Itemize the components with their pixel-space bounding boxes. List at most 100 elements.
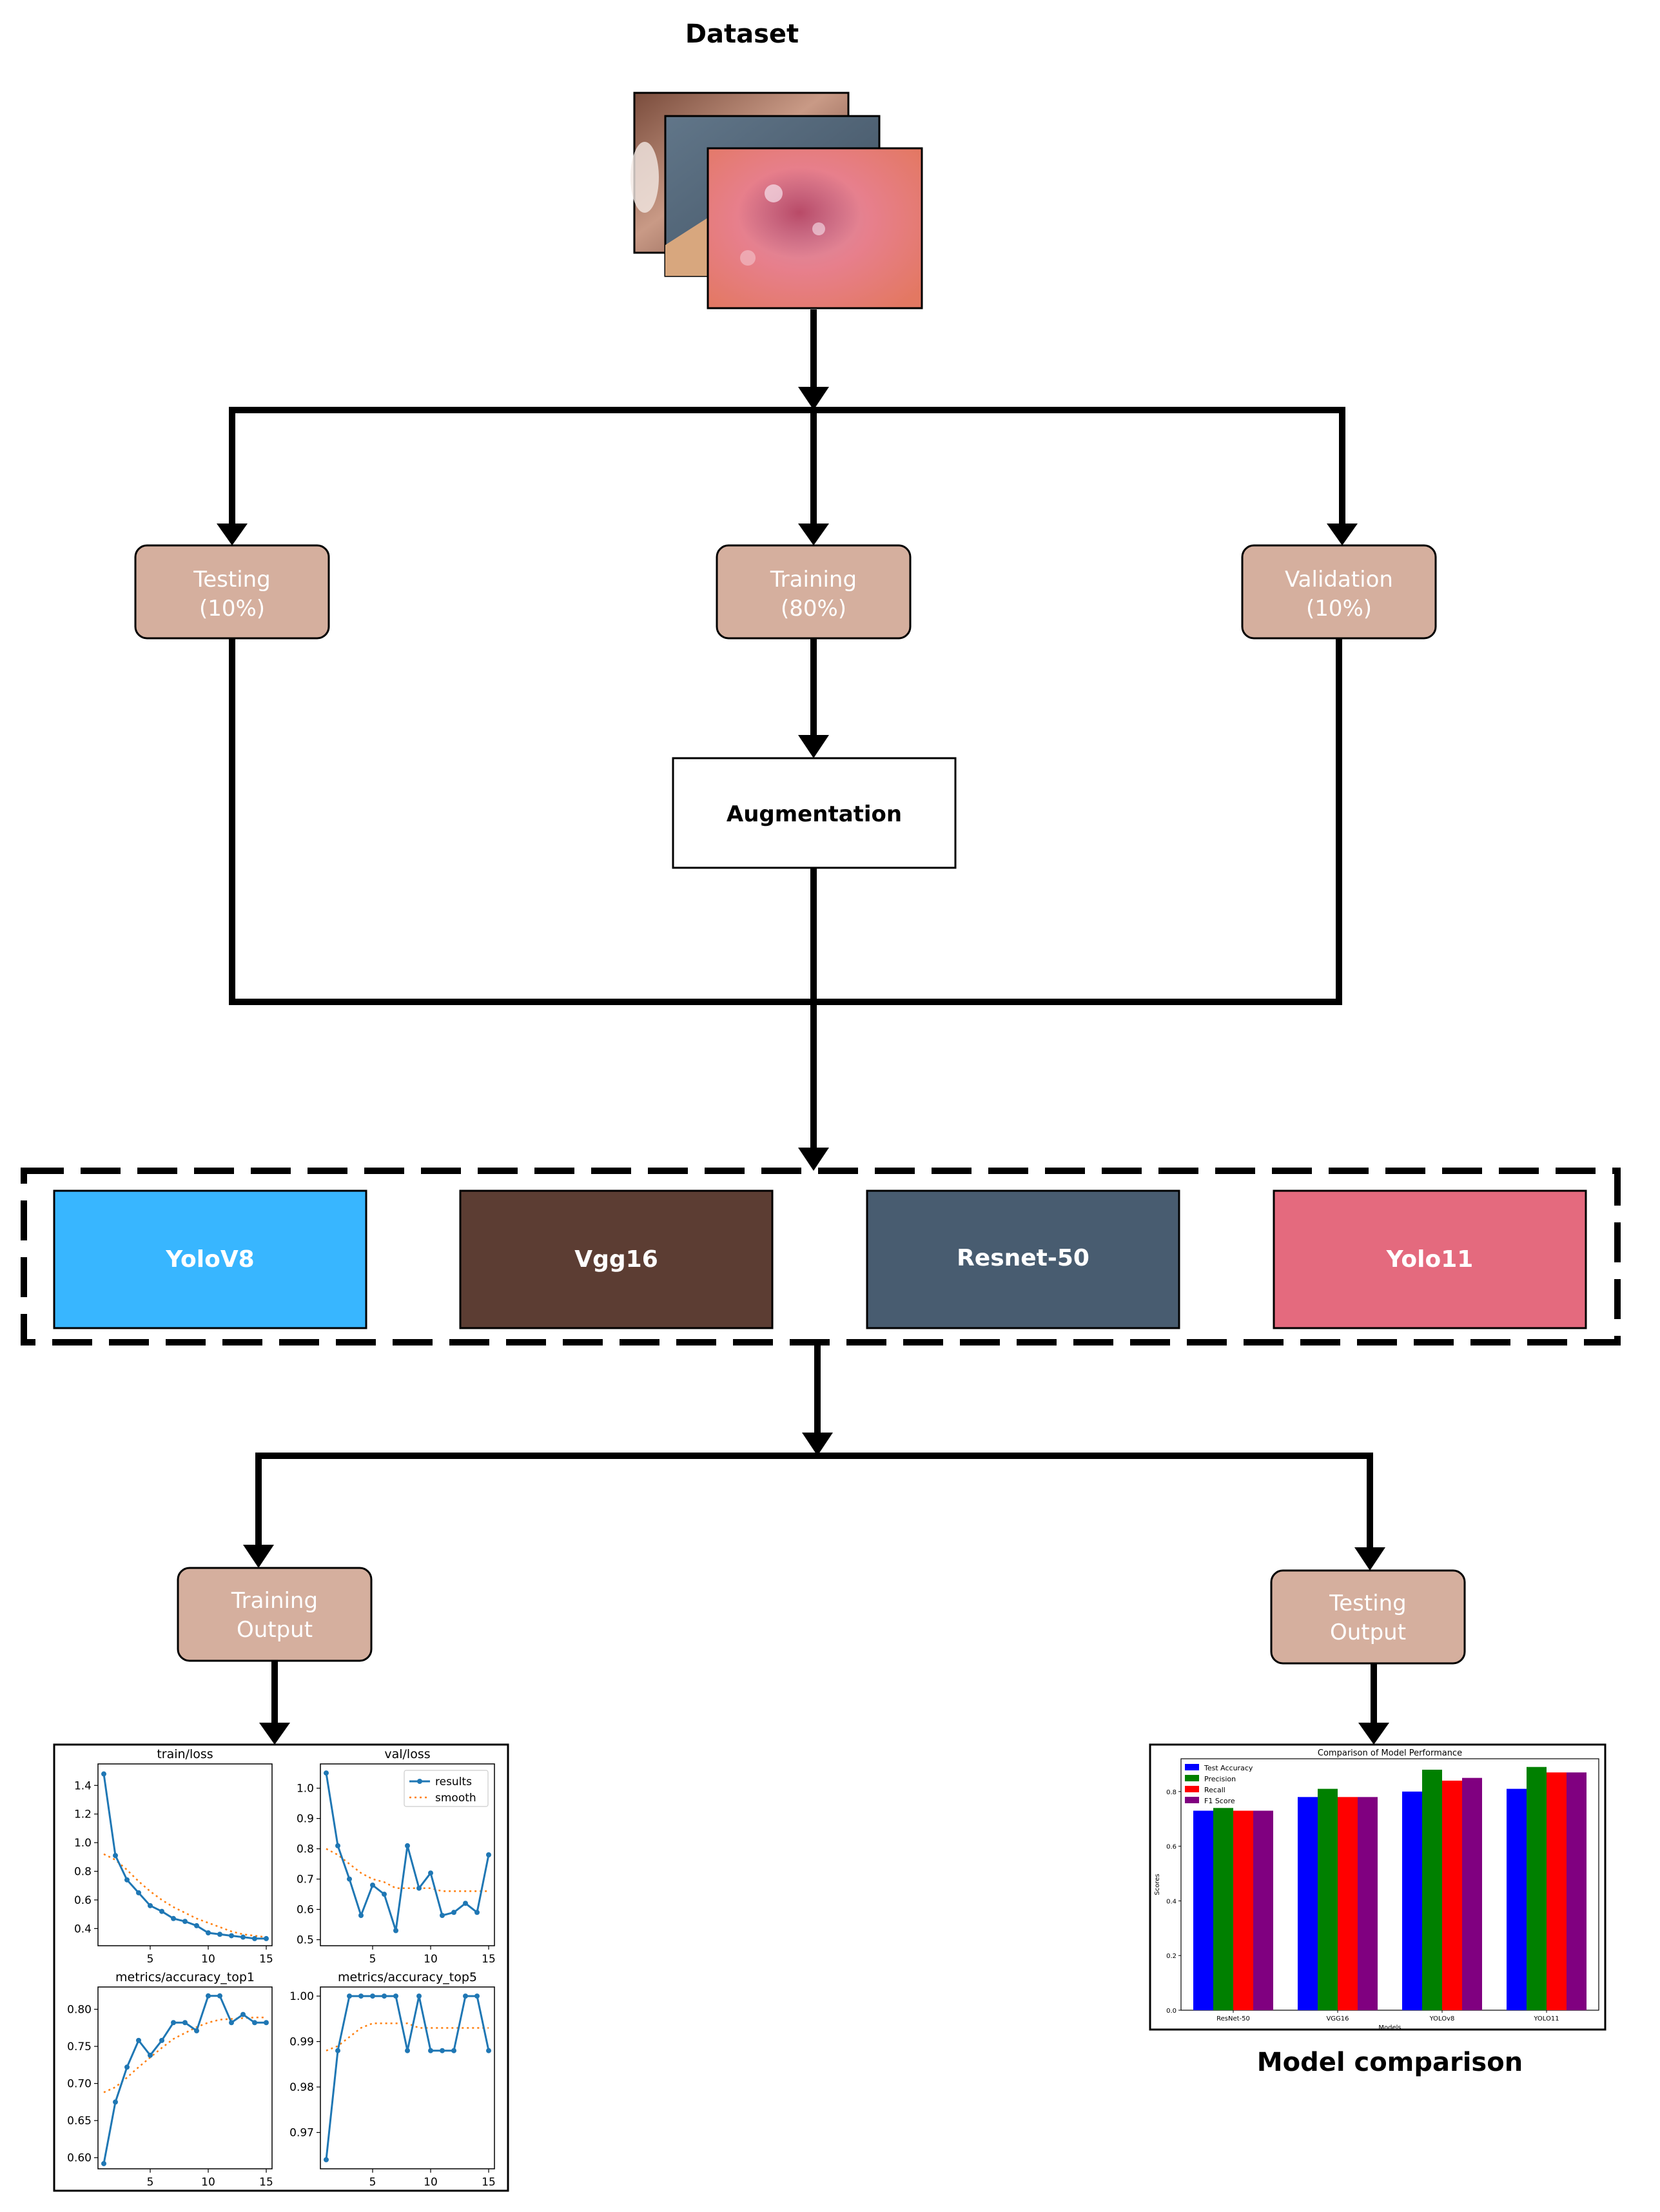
connectors [229,309,1377,1728]
data-point [451,1910,456,1915]
data-point [194,2028,199,2033]
node-testing: Testing (10%) [134,544,330,640]
y-tick-label: 0.4 [1166,1898,1177,1905]
data-point [474,1910,480,1915]
x-tick-label: 15 [259,2176,273,2189]
data-point [440,1913,445,1918]
y-tick-label: 1.2 [74,1808,92,1821]
legend-swatch [1185,1764,1199,1770]
plot-area [97,1763,273,1946]
data-point [440,2048,445,2053]
y-tick-label: 0.6 [297,1904,314,1917]
bar [1547,1772,1567,2010]
y-tick-label: 0.7 [297,1874,314,1886]
data-point [324,1770,329,1776]
y-tick-label: 0.99 [289,2036,314,2049]
dataset-title: Dataset [685,19,799,49]
bar [1298,1797,1318,2010]
legend-label: smooth [435,1792,476,1805]
data-point [217,1932,222,1937]
data-point [486,2048,491,2053]
node-training-line2: (80%) [781,596,846,622]
y-tick-label: 0.97 [289,2127,314,2140]
bar [1338,1797,1358,2010]
x-tick-label: YOLOv8 [1429,2015,1455,2022]
data-point [206,1930,211,1936]
chart-title: metrics/accuracy_top5 [338,1970,477,1984]
node-validation-line1: Validation [1285,567,1393,592]
y-tick-label: 1.00 [289,1990,314,2003]
x-tick-label: 5 [369,1953,376,1966]
x-tick-label: 5 [147,1953,154,1966]
training-output-line1: Training [231,1588,318,1614]
y-tick-label: 1.0 [74,1837,92,1850]
data-point [428,2048,433,2053]
node-training-output: Training Output [177,1567,373,1662]
x-axis-label: Models [1378,2024,1401,2031]
y-tick-label: 0.4 [74,1923,92,1935]
node-training-line1: Training [770,567,857,592]
y-tick-label: 0.8 [74,1866,92,1879]
data-point [463,1993,468,1999]
x-tick-label: 10 [424,2176,438,2189]
y-tick-label: 0.75 [67,2041,92,2053]
data-point [124,1877,130,1883]
arrow-training-output [243,1545,274,1568]
bar [1318,1788,1338,2010]
data-point [217,1993,222,1999]
y-tick-label: 0.70 [67,2078,92,2091]
arrow-testing [217,524,248,545]
data-point [405,2048,410,2053]
data-point [358,1993,364,1999]
y-tick-label: 0.65 [67,2115,92,2128]
legend-label: Precision [1204,1775,1236,1783]
y-tick-label: 0.0 [1166,2008,1177,2015]
data-point [240,1934,246,1940]
arrowheads [217,387,1389,1745]
y-tick-label: 0.8 [1166,1789,1177,1796]
data-point [182,1919,188,1924]
model-yolov8-label: YoloV8 [165,1246,254,1273]
arrow-dataset-split [798,387,829,410]
data-point [171,2020,176,2026]
x-tick-label: 10 [201,1953,215,1966]
y-tick-label: 1.0 [297,1783,314,1796]
x-tick-label: 10 [424,1953,438,1966]
bar [1233,1810,1253,2010]
legend-marker [417,1779,422,1784]
data-point [136,2037,141,2043]
series-smooth [326,1848,489,1892]
model-vgg16: Vgg16 [459,1189,774,1329]
data-point [101,2160,106,2166]
bar [1442,1780,1462,2010]
bar [1507,1788,1527,2010]
arrow-models [798,1148,829,1171]
legend-swatch [1185,1797,1199,1803]
bar-chart: Comparison of Model Performance0.00.20.4… [1154,1748,1599,2031]
model-yolov8: YoloV8 [53,1189,367,1329]
model-yolo11: Yolo11 [1273,1189,1587,1329]
bar [1462,1777,1482,2010]
y-tick-label: 0.5 [297,1934,314,1947]
y-tick-label: 0.60 [67,2152,92,2165]
data-point [264,1935,269,1941]
data-point [474,1993,480,1999]
x-tick-label: 10 [201,2176,215,2189]
dataset-images [630,92,923,309]
data-point [229,2020,234,2026]
bar [1527,1767,1547,2010]
model-resnet50: Resnet-50 [866,1189,1180,1329]
legend-label: Test Accuracy [1204,1764,1253,1772]
data-point [324,2157,329,2162]
data-point [382,1993,387,1999]
data-point [382,1892,387,1897]
data-point [416,1885,422,1891]
node-testing-line1: Testing [193,567,271,592]
training-output-line2: Output [237,1617,313,1643]
